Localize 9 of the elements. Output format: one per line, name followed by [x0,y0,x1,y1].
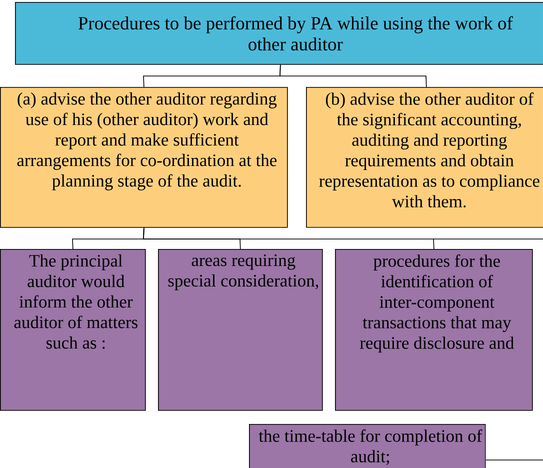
matter-box: The principal auditor would inform the other auditor of matters such as : [0,249,146,411]
heading-box: Procedures to be performed by PA while using the work of other auditor [15,2,543,65]
matter-box: areas requiring special consideration, [158,249,323,411]
matter-box: the time-table for completion of audit; [249,424,486,468]
procedure-box: (b) advise the other auditor of the significant accounting, auditing and reporting requirements and obtain representation as to compliance with them. [306,87,543,228]
connector-line [280,64,427,88]
procedure-box: (a) advise the other auditor regarding use of his (other auditor) work and report and make sufficient arrangements for co-ordination at the planning stage of the audit. [0,87,288,228]
matter-box: procedures for the identification of inter-component transactions that may require disclosure and [335,249,533,411]
connector-line [143,227,543,250]
